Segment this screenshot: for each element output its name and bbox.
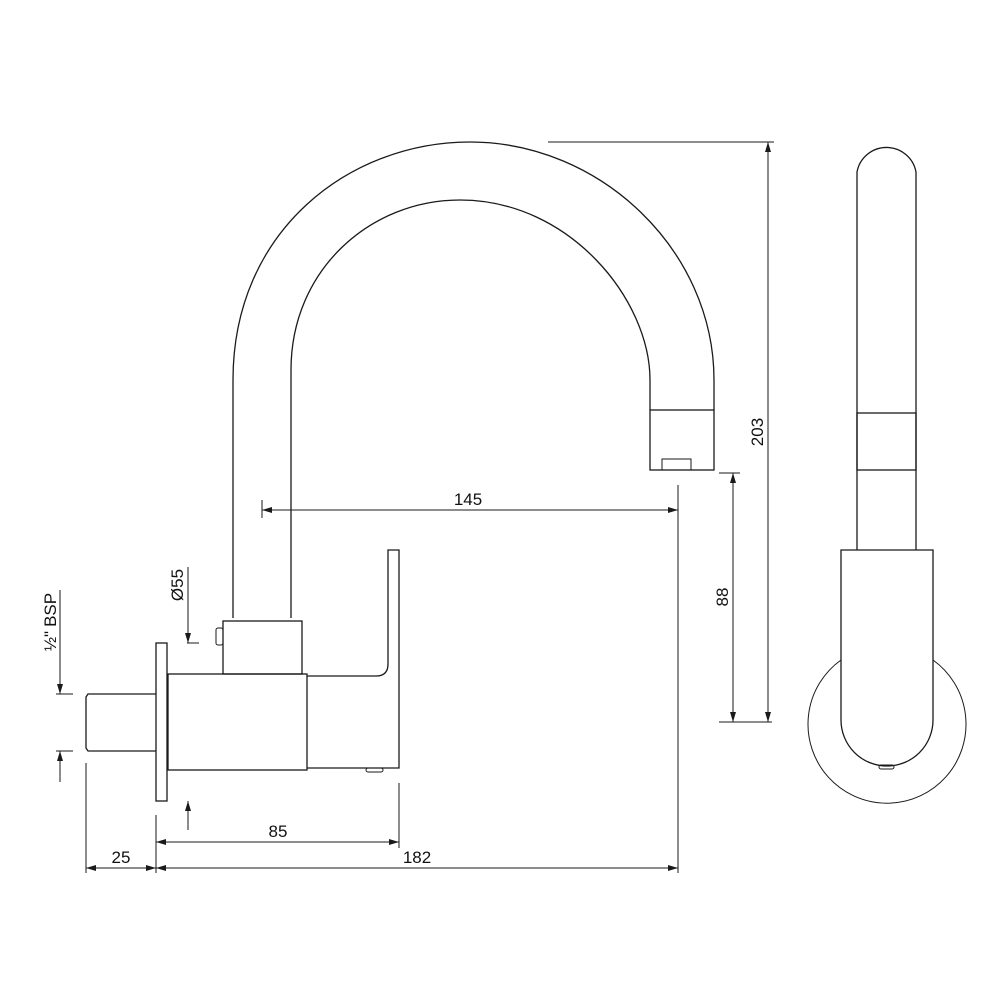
spout-inner	[290, 199, 651, 618]
label-bsp: ½" BSP	[41, 593, 60, 651]
aerator-outlet	[661, 458, 692, 471]
side-view	[85, 141, 715, 802]
front-body	[840, 549, 934, 767]
label-bsp-fraction: ½"	[41, 631, 60, 651]
front-aerator-band	[856, 412, 917, 471]
label-85: 85	[269, 822, 288, 841]
label-145: 145	[454, 490, 482, 509]
spout-outer	[232, 141, 715, 618]
label-203: 203	[748, 418, 767, 446]
label-88: 88	[713, 588, 732, 607]
label-25: 25	[112, 848, 131, 867]
label-182: 182	[403, 848, 431, 867]
front-flange	[807, 659, 967, 804]
wall-flange	[155, 642, 168, 802]
svg-text:½"BSP: ½" BSP	[41, 593, 60, 651]
label-bsp-text: BSP	[41, 593, 60, 627]
dimension-labels: 25 182 85 145 88 203 Ø55 ½" BSP	[41, 418, 767, 867]
dimension-lines	[56, 141, 774, 873]
spout-collar	[222, 620, 303, 675]
spout-aerator	[649, 409, 715, 471]
collar-knob	[215, 627, 224, 646]
valve-body	[167, 673, 308, 771]
front-view	[807, 146, 967, 804]
front-nub	[878, 764, 895, 770]
front-spout	[856, 146, 917, 550]
bottom-nub	[365, 767, 384, 773]
label-diameter-55: Ø55	[168, 569, 187, 601]
lever-handle	[307, 549, 400, 769]
inlet-pipe	[85, 693, 156, 752]
